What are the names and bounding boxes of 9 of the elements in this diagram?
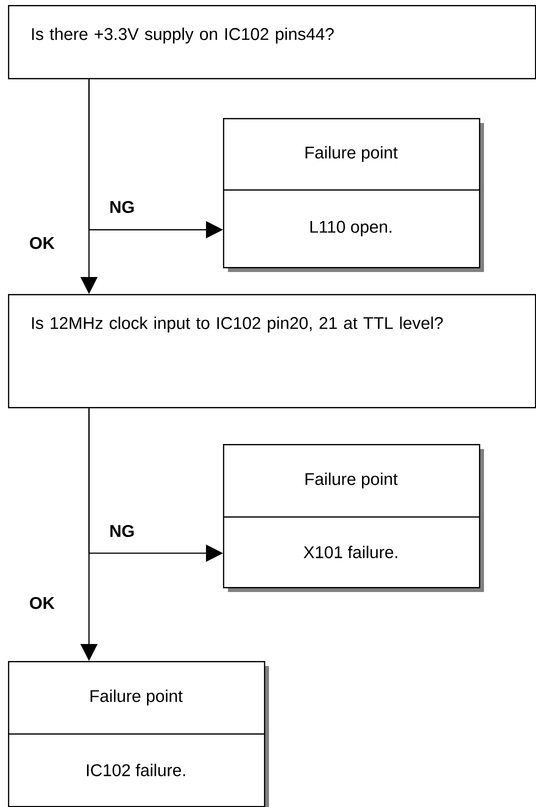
edge-label: OK [28,236,56,250]
question-box: Is 12MHz clock input to IC102 pin20, 21 at TTL level? [8,294,536,408]
edge-label: NG [108,200,136,214]
failure-box: Failure point L110 open. [223,118,484,272]
edge-label: NG [108,524,136,538]
failure-box: Failure point IC102 failure. [8,661,269,807]
question-box: Is there +3.3V supply on IC102 pins44? [8,5,536,80]
edge-label: OK [28,596,56,610]
failure-box: Failure point X101 failure. [223,444,484,592]
